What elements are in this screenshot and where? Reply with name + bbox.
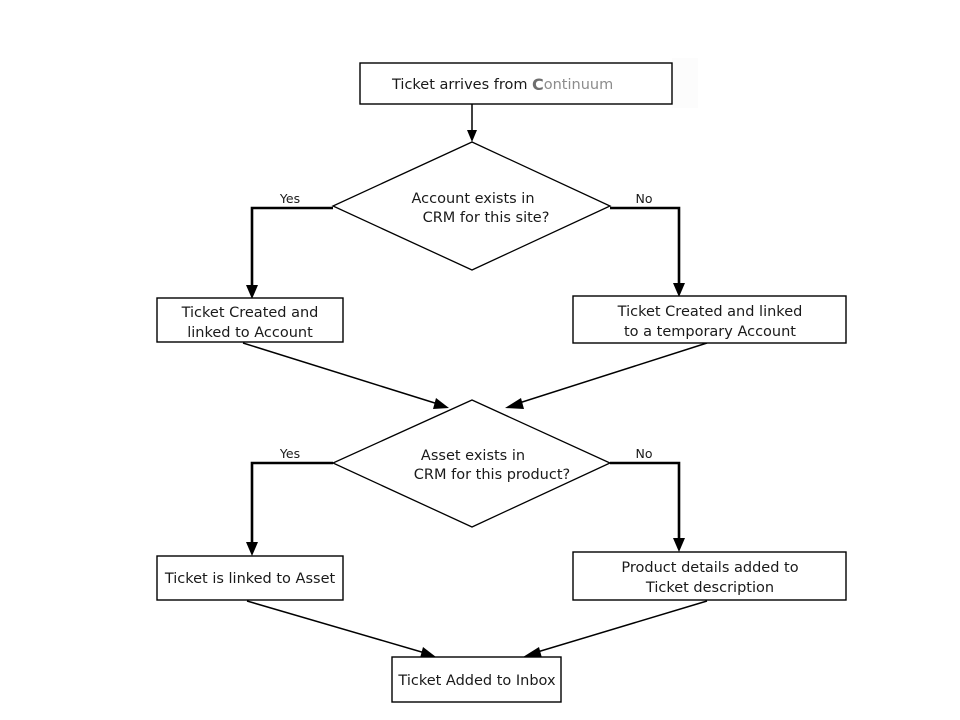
- node-ticket-added-inbox[interactable]: Ticket Added to Inbox: [391, 656, 562, 703]
- edge-ticket-asset-to-inbox: [246, 600, 436, 658]
- edge-label-asset-yes: Yes: [279, 446, 300, 461]
- node-product-details-line1: Product details added to: [621, 560, 798, 576]
- node-ticket-temp-account-line2: to a temporary Account: [624, 324, 796, 340]
- continuum-brand-initial: C: [532, 75, 544, 94]
- edge-asset-yes: [246, 461, 333, 556]
- background-artifact-rect: [672, 58, 698, 108]
- edge-label-asset-no: No: [636, 446, 653, 461]
- edge-ticket-account-to-decision-asset: [242, 342, 449, 409]
- node-ticket-created-account-line1: Ticket Created and: [181, 305, 319, 321]
- node-decision-account-line2: CRM for this site?: [423, 210, 550, 226]
- node-ticket-linked-asset-label: Ticket is linked to Asset: [164, 571, 336, 587]
- node-ticket-created-linked-account[interactable]: Ticket Created and linked to Account: [156, 297, 344, 343]
- edge-account-no: [610, 206, 685, 297]
- edge-label-account-no: No: [636, 191, 653, 206]
- node-decision-asset-exists[interactable]: Asset exists in CRM for this product?: [331, 399, 612, 528]
- node-product-details-line2: Ticket description: [645, 580, 774, 596]
- edge-product-details-to-inbox: [523, 600, 708, 658]
- node-ticket-created-temp-account[interactable]: Ticket Created and linked to a temporary…: [572, 295, 847, 344]
- node-decision-account-exists[interactable]: Account exists in CRM for this site?: [331, 141, 612, 271]
- node-ticket-created-account-line2: linked to Account: [187, 325, 313, 341]
- node-product-details-added[interactable]: Product details added to Ticket descript…: [572, 551, 847, 601]
- edge-temp-account-to-decision-asset: [505, 342, 708, 409]
- edge-account-yes: [246, 206, 333, 299]
- edge-label-account-yes: Yes: [279, 191, 300, 206]
- node-ticket-added-inbox-label: Ticket Added to Inbox: [397, 673, 556, 689]
- node-ticket-temp-account-line1: Ticket Created and linked: [617, 304, 803, 320]
- node-decision-asset-line1: Asset exists in: [421, 448, 525, 464]
- node-decision-account-line1: Account exists in: [411, 191, 534, 207]
- edge-start-to-decision-account: [467, 103, 477, 142]
- node-decision-asset-line2: CRM for this product?: [414, 467, 570, 483]
- edge-asset-no: [610, 461, 685, 552]
- continuum-brand-rest: ontinuum: [544, 77, 613, 93]
- node-ticket-arrives-label: Ticket arrives from: [391, 77, 528, 93]
- node-ticket-arrives[interactable]: Ticket arrives from Continuum: [359, 62, 673, 105]
- node-ticket-linked-asset[interactable]: Ticket is linked to Asset: [156, 555, 344, 601]
- continuum-brand-label: Continuum: [532, 75, 613, 94]
